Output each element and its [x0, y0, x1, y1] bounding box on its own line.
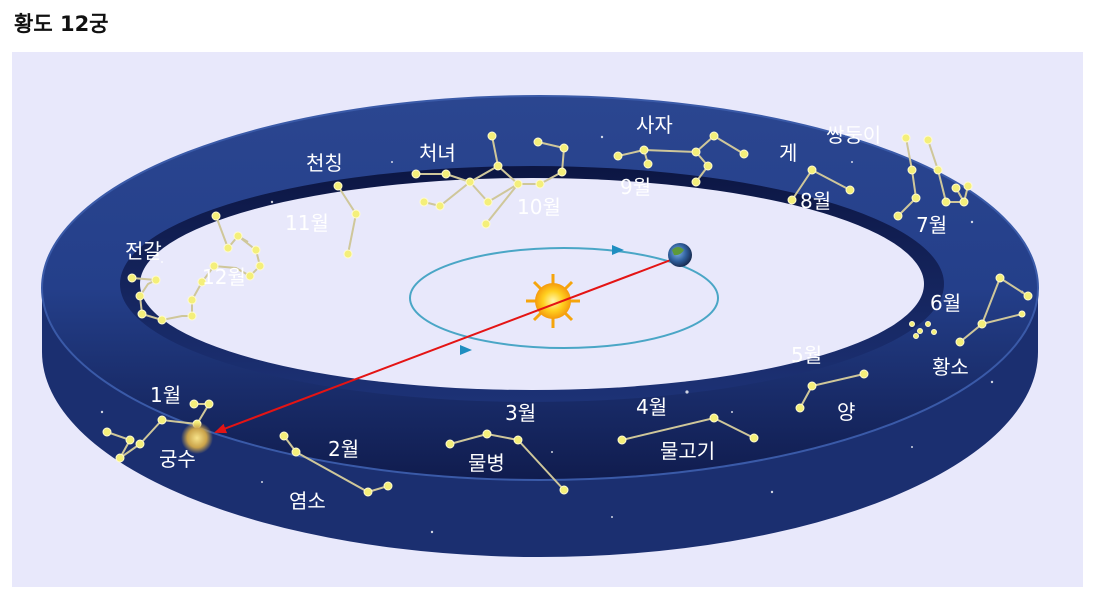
sign-name-4: 물고기 [660, 439, 715, 463]
background-stars [100, 135, 1024, 534]
constellation-taurus [909, 273, 1033, 347]
earth-icon [668, 243, 692, 267]
orbit-arrow-top-icon [612, 245, 624, 255]
sign-month-2: 2월 [328, 437, 359, 461]
sun-icon [526, 274, 580, 328]
sign-labels: 궁수 1월 염소 2월 물병 3월 물고기 4월 양 5월 황소 6월 쌍둥이 … [125, 113, 969, 513]
sign-name-11: 천칭 [306, 151, 343, 175]
sign-month-3: 3월 [505, 401, 536, 425]
constellation-capricorn [279, 431, 393, 497]
sign-name-9: 사자 [636, 113, 673, 137]
sign-month-9: 9월 [620, 175, 651, 199]
sign-month-11: 11월 [285, 211, 329, 235]
sign-name-8: 게 [779, 141, 797, 165]
orbit-arrow-bottom-icon [460, 345, 472, 355]
constellation-virgo [411, 131, 569, 229]
constellation-cancer [787, 165, 855, 205]
constellation-aquarius [445, 429, 569, 495]
sign-month-7: 7월 [916, 213, 947, 237]
constellation-pisces [617, 413, 759, 445]
constellation-gemini [893, 133, 973, 221]
ecliptic-svg: 궁수 1월 염소 2월 물병 3월 물고기 4월 양 5월 황소 6월 쌍둥이 … [41, 95, 1039, 557]
sign-name-10: 처녀 [419, 141, 456, 165]
apparent-sun-icon [181, 422, 213, 454]
ecliptic-diagram: 궁수 1월 염소 2월 물병 3월 물고기 4월 양 5월 황소 6월 쌍둥이 … [12, 52, 1083, 587]
sign-name-12: 전갈 [125, 239, 162, 263]
earth-orbit [409, 245, 719, 355]
constellation-libra [333, 181, 361, 259]
sign-name-1: 궁수 [159, 447, 196, 471]
sign-name-7: 쌍둥이 [826, 123, 881, 147]
sign-month-4: 4월 [636, 395, 667, 419]
sign-name-6: 황소 [932, 355, 969, 379]
sign-month-8: 8월 [800, 189, 831, 213]
sign-name-2: 염소 [289, 489, 326, 513]
sign-month-10: 10월 [517, 195, 561, 219]
sign-month-12: 12월 [202, 265, 246, 289]
sign-month-5: 5월 [791, 343, 822, 367]
constellation-aries [795, 369, 869, 413]
constellation-sagittarius [102, 399, 214, 463]
sign-month-6: 6월 [930, 291, 961, 315]
sightline-arrow [214, 257, 677, 434]
page-title: 황도 12궁 [14, 12, 109, 36]
ecliptic-band [41, 95, 1039, 557]
constellation-scorpius [127, 211, 265, 325]
constellation-leo [613, 131, 749, 187]
sign-month-1: 1월 [150, 383, 181, 407]
sign-name-5: 양 [837, 400, 855, 424]
sign-name-3: 물병 [468, 451, 505, 475]
